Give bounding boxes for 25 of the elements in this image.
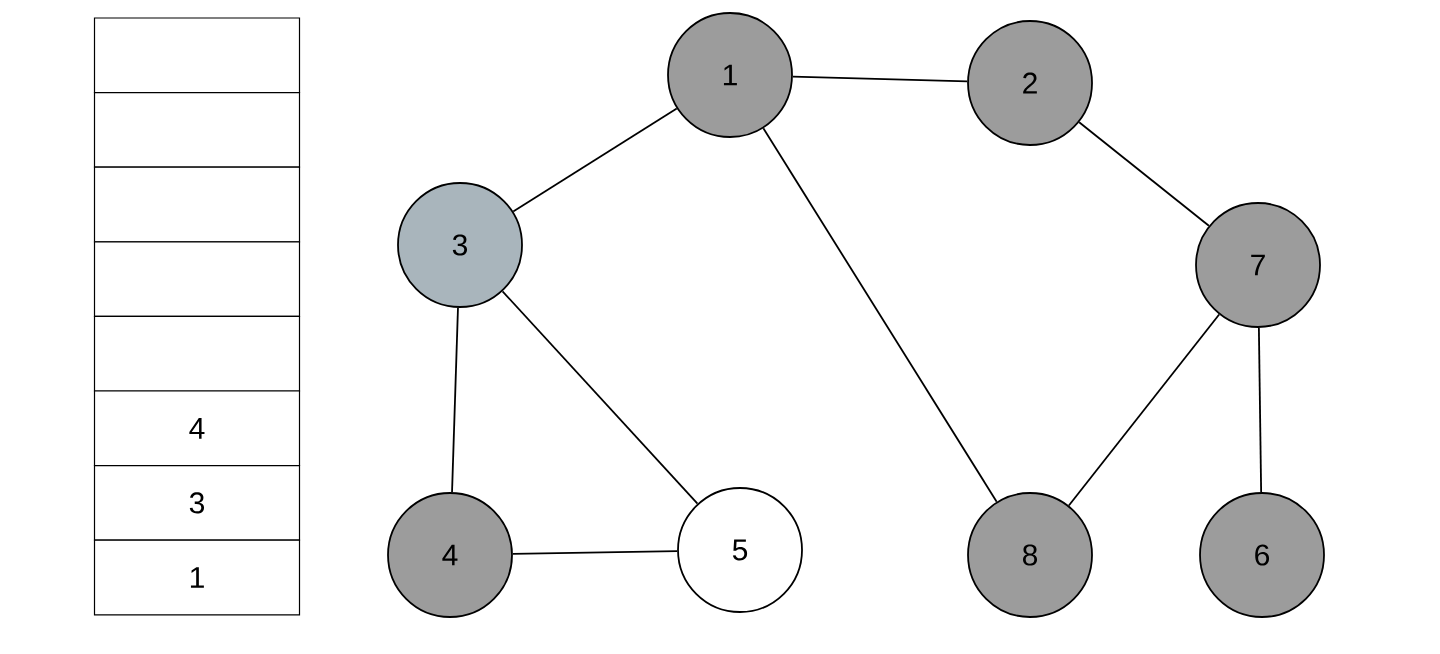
edge	[792, 75, 969, 83]
graph-node: 2	[967, 20, 1093, 146]
graph-node: 5	[677, 487, 803, 613]
edge	[512, 550, 678, 555]
edge	[1068, 313, 1221, 507]
stack-cell	[93, 315, 301, 392]
edge	[451, 307, 459, 494]
edge	[762, 127, 998, 503]
stack-cell	[93, 166, 301, 243]
edge	[1258, 327, 1263, 493]
stack-cell	[93, 241, 301, 317]
stack-cell	[93, 92, 301, 168]
edge	[512, 107, 678, 213]
graph-node: 3	[397, 182, 523, 308]
stack-cell: 1	[93, 539, 301, 616]
stack-cell: 4	[93, 390, 301, 467]
edge	[1078, 121, 1210, 227]
graph-node: 1	[667, 12, 793, 138]
stack-cell: 3	[93, 465, 301, 541]
graph-node: 4	[387, 492, 513, 618]
graph-node: 8	[967, 492, 1093, 618]
edge	[501, 290, 699, 505]
graph-node: 6	[1199, 492, 1325, 618]
graph-node: 7	[1195, 202, 1321, 328]
stack-cell	[93, 17, 301, 94]
